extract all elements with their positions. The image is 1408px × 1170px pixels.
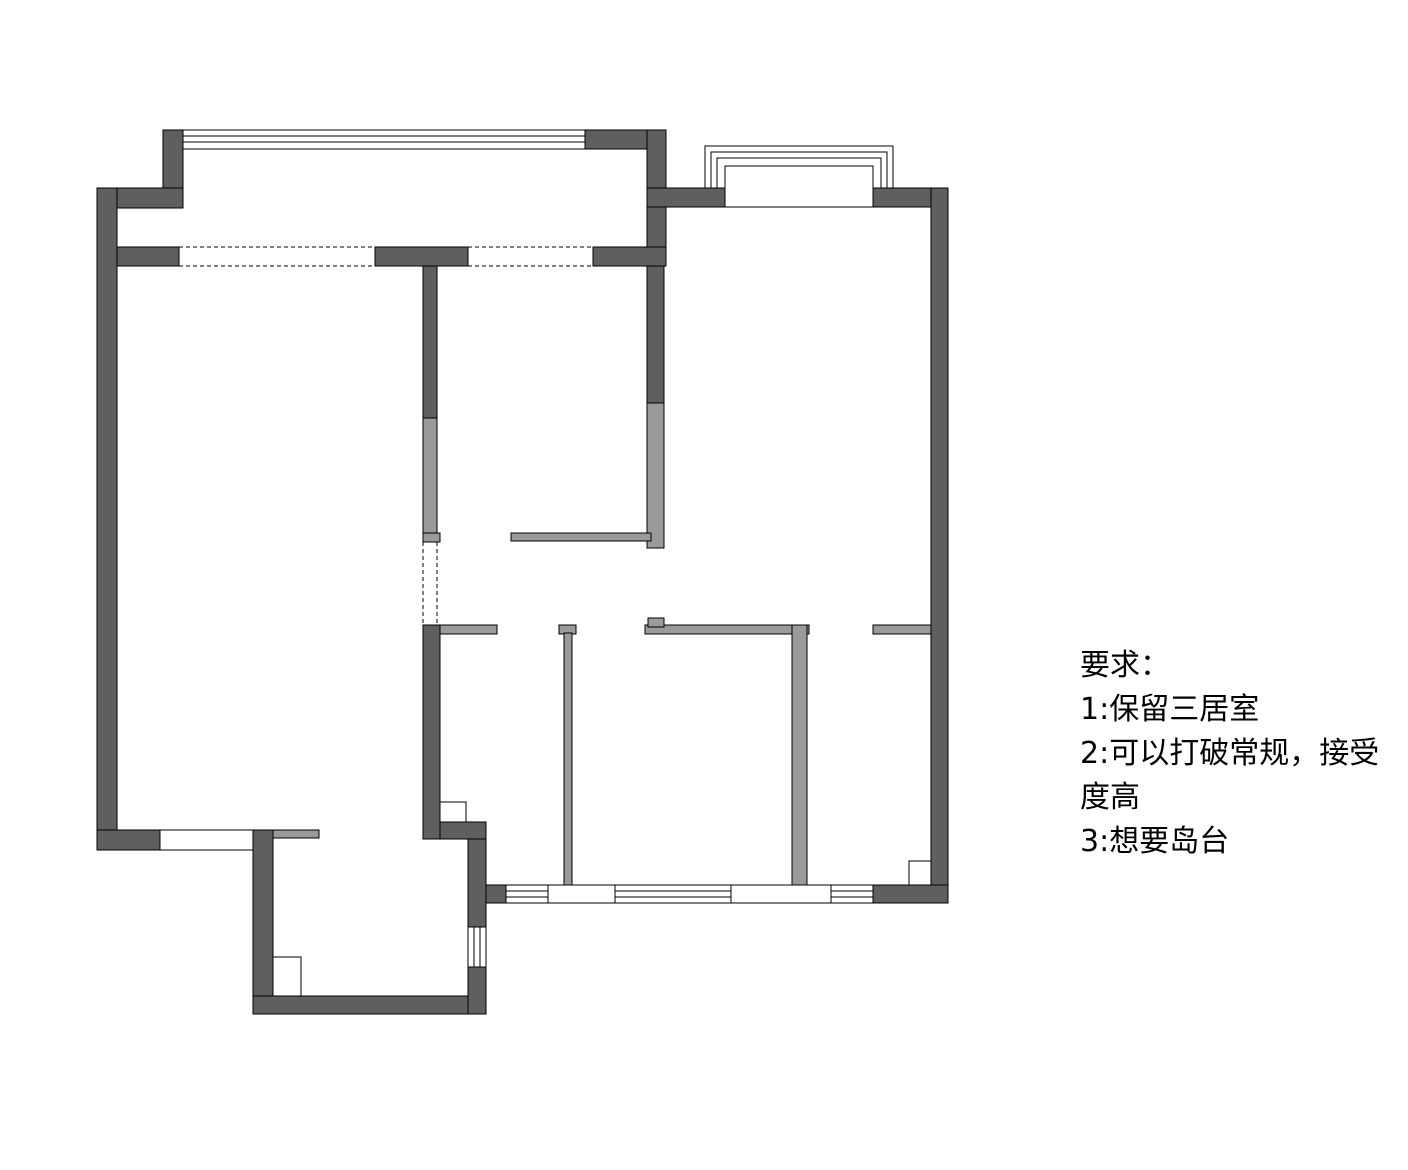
window-bay-sill [724, 165, 874, 208]
wall-right [930, 187, 949, 904]
wall-bottom-left [96, 829, 161, 851]
wall-bottom-left-b [252, 829, 274, 1015]
wall-center-lower [422, 624, 441, 840]
partition-bedroom-right [791, 624, 808, 886]
wall-bottom-mid-left [485, 884, 507, 904]
wall-kitchen-divider [646, 265, 665, 404]
fixture-shaft-c [908, 860, 932, 886]
wall-right-top-a [646, 187, 726, 208]
window-bottom-e [830, 884, 874, 904]
wall-inner-step-b [439, 821, 487, 840]
window-bottom-left [159, 829, 254, 851]
requirements-panel: 要求： 1:保留三居室 2:可以打破常规，接受度高 3:想要岛台 [1080, 644, 1400, 864]
fixture-shaft-a [439, 801, 467, 823]
openings [179, 246, 593, 625]
window-bottom-d [730, 884, 832, 904]
wall-top-b [374, 246, 469, 267]
partition-bedroom-stud [563, 632, 573, 886]
fixture-shaft-b [272, 956, 302, 997]
window-bottom-c [614, 884, 732, 904]
partition-kitchen-bottom [510, 532, 652, 542]
requirement-item-1: 1:保留三居室 [1080, 692, 1260, 727]
partition-center-cap [422, 532, 441, 543]
inner-walls [272, 402, 932, 886]
wall-left [96, 187, 118, 851]
partition-corridor-a [439, 624, 498, 635]
partition-corridor-c [872, 624, 932, 635]
wall-top-c [592, 246, 667, 267]
window-bottom-a [505, 884, 549, 904]
requirement-item-2: 2:可以打破常规，接受度高 [1080, 736, 1380, 815]
window-bottom-b [547, 884, 616, 904]
wall-right-bottom [872, 884, 949, 904]
wall-bathroom-right-low [467, 966, 487, 1015]
wall-top-a [116, 246, 180, 267]
requirements-title: 要求： [1080, 648, 1170, 683]
window-balcony-top [182, 129, 586, 150]
windows [159, 129, 894, 968]
outer-walls [96, 129, 949, 1015]
partition-corridor-b-cap [647, 617, 665, 628]
wall-bottom-bathroom [252, 995, 487, 1015]
window-bathroom-side [467, 926, 487, 968]
window-bay [704, 145, 894, 188]
partition-center-upper [422, 417, 438, 543]
partition-corridor-b [644, 624, 810, 635]
partition-bathroom-top [272, 829, 320, 839]
requirement-item-3: 3:想要岛台 [1080, 824, 1230, 859]
partition-kitchen-right [646, 402, 665, 549]
wall-center-upper [422, 265, 438, 419]
fixtures [272, 801, 932, 997]
